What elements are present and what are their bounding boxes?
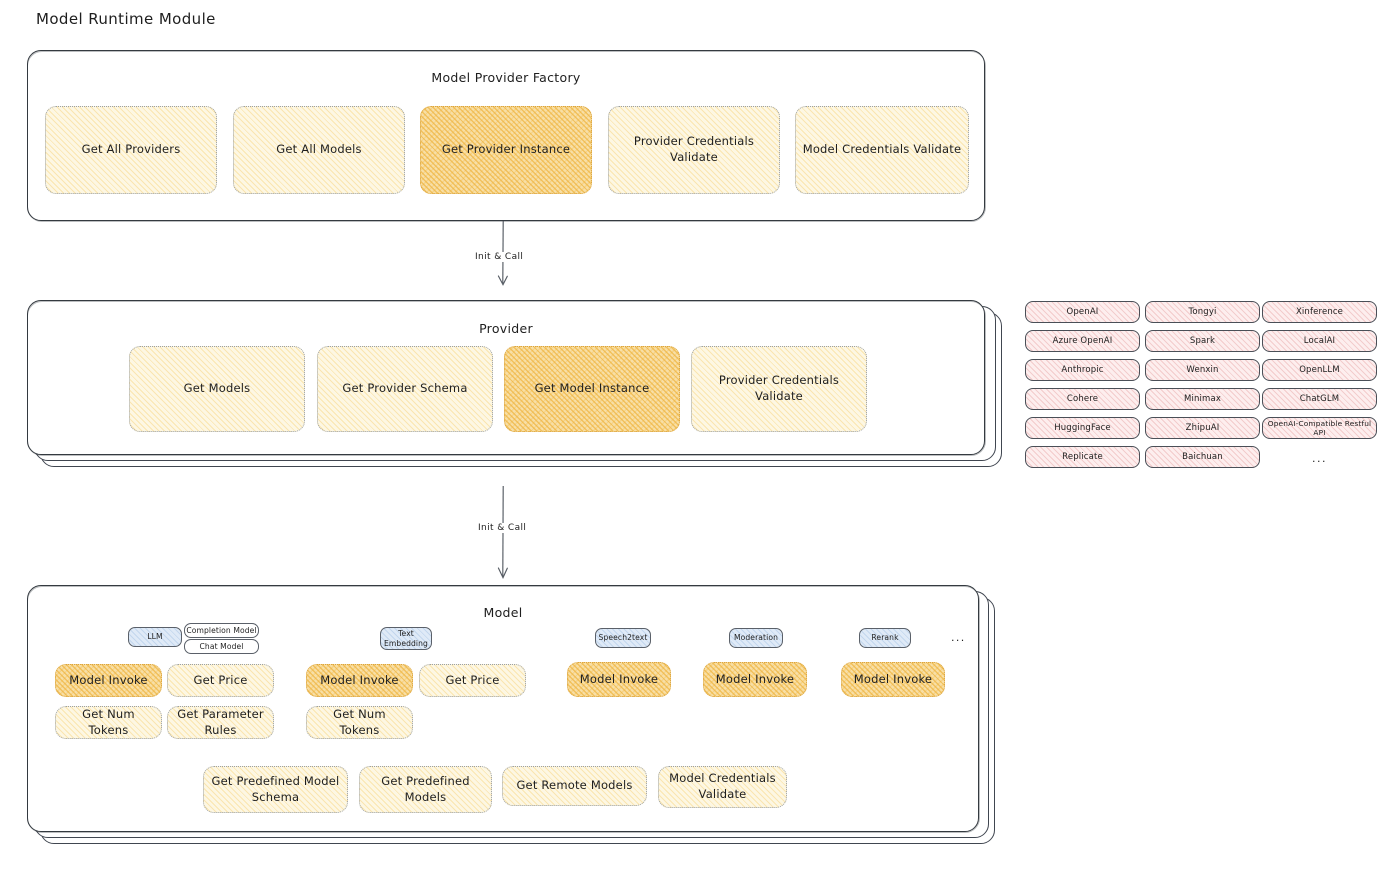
model-shared-method-model-credentials-validate[interactable]: Model Credentials Validate (658, 766, 787, 808)
provider-method-get-models[interactable]: Get Models (129, 346, 305, 432)
provider-pill-openai[interactable]: OpenAI (1025, 301, 1140, 323)
model-type-badge-text-embedding[interactable]: Text Embedding (380, 627, 432, 650)
provider-pill-localai[interactable]: LocalAI (1262, 330, 1377, 352)
rerank-method-model-invoke[interactable]: Model Invoke (841, 662, 945, 697)
factory-method-get-provider-instance[interactable]: Get Provider Instance (420, 106, 592, 194)
llm-method-get-num-tokens[interactable]: Get Num Tokens (55, 706, 162, 739)
page-title: Model Runtime Module (36, 10, 216, 28)
text-embedding-method-get-num-tokens[interactable]: Get Num Tokens (306, 706, 413, 739)
llm-method-model-invoke[interactable]: Model Invoke (55, 664, 162, 697)
provider-pill-anthropic[interactable]: Anthropic (1025, 359, 1140, 381)
model-sub-badge-chat-model[interactable]: Chat Model (184, 639, 259, 654)
speech2text-method-model-invoke[interactable]: Model Invoke (567, 662, 671, 697)
model-type-badge-rerank[interactable]: Rerank (859, 628, 911, 648)
provider-pill-tongyi[interactable]: Tongyi (1145, 301, 1260, 323)
factory-method-get-all-models[interactable]: Get All Models (233, 106, 405, 194)
model-type-badge-llm[interactable]: LLM (128, 627, 182, 647)
model-title: Model (483, 605, 523, 620)
provider-method-provider-credentials-validate[interactable]: Provider Credentials Validate (691, 346, 867, 432)
provider-pill-chatglm[interactable]: ChatGLM (1262, 388, 1377, 410)
provider-pill-wenxin[interactable]: Wenxin (1145, 359, 1260, 381)
provider-pill-openai-compatible-restful-api[interactable]: OpenAI-Compatible Restful API (1262, 417, 1377, 439)
provider-title: Provider (479, 321, 533, 336)
provider-pill-huggingface[interactable]: HuggingFace (1025, 417, 1140, 439)
model-types-more-ellipsis: ... (951, 631, 966, 644)
llm-method-get-price[interactable]: Get Price (167, 664, 274, 697)
model-sub-badge-completion-model[interactable]: Completion Model (184, 623, 259, 638)
provider-method-get-provider-schema[interactable]: Get Provider Schema (317, 346, 493, 432)
provider-pill-openllm[interactable]: OpenLLM (1262, 359, 1377, 381)
model-shared-method-get-predefined-model-schema[interactable]: Get Predefined Model Schema (203, 766, 348, 813)
provider-pill-replicate[interactable]: Replicate (1025, 446, 1140, 468)
text-embedding-method-get-price[interactable]: Get Price (419, 664, 526, 697)
llm-method-get-parameter-rules[interactable]: Get Parameter Rules (167, 706, 274, 739)
arrow-label-init-call-2: Init & Call (475, 523, 530, 533)
arrow-label-init-call-1: Init & Call (472, 252, 527, 262)
provider-list-more-ellipsis: ... (1312, 452, 1327, 465)
factory-method-get-all-providers[interactable]: Get All Providers (45, 106, 217, 194)
provider-pill-baichuan[interactable]: Baichuan (1145, 446, 1260, 468)
moderation-method-model-invoke[interactable]: Model Invoke (703, 662, 807, 697)
model-shared-method-get-remote-models[interactable]: Get Remote Models (502, 766, 647, 806)
provider-pill-minimax[interactable]: Minimax (1145, 388, 1260, 410)
model-type-badge-moderation[interactable]: Moderation (729, 628, 783, 648)
model-type-badge-speech2text[interactable]: Speech2text (595, 628, 651, 648)
provider-pill-spark[interactable]: Spark (1145, 330, 1260, 352)
factory-method-provider-credentials-validate[interactable]: Provider Credentials Validate (608, 106, 780, 194)
provider-method-get-model-instance[interactable]: Get Model Instance (504, 346, 680, 432)
model-shared-method-get-predefined-models[interactable]: Get Predefined Models (359, 766, 492, 813)
factory-method-model-credentials-validate[interactable]: Model Credentials Validate (795, 106, 969, 194)
provider-pill-azure-openai[interactable]: Azure OpenAI (1025, 330, 1140, 352)
text-embedding-method-model-invoke[interactable]: Model Invoke (306, 664, 413, 697)
arrow-provider-to-model (497, 486, 508, 579)
model-provider-factory-title: Model Provider Factory (431, 70, 581, 85)
provider-pill-cohere[interactable]: Cohere (1025, 388, 1140, 410)
provider-pill-xinference[interactable]: Xinference (1262, 301, 1377, 323)
provider-pill-zhipuai[interactable]: ZhipuAI (1145, 417, 1260, 439)
